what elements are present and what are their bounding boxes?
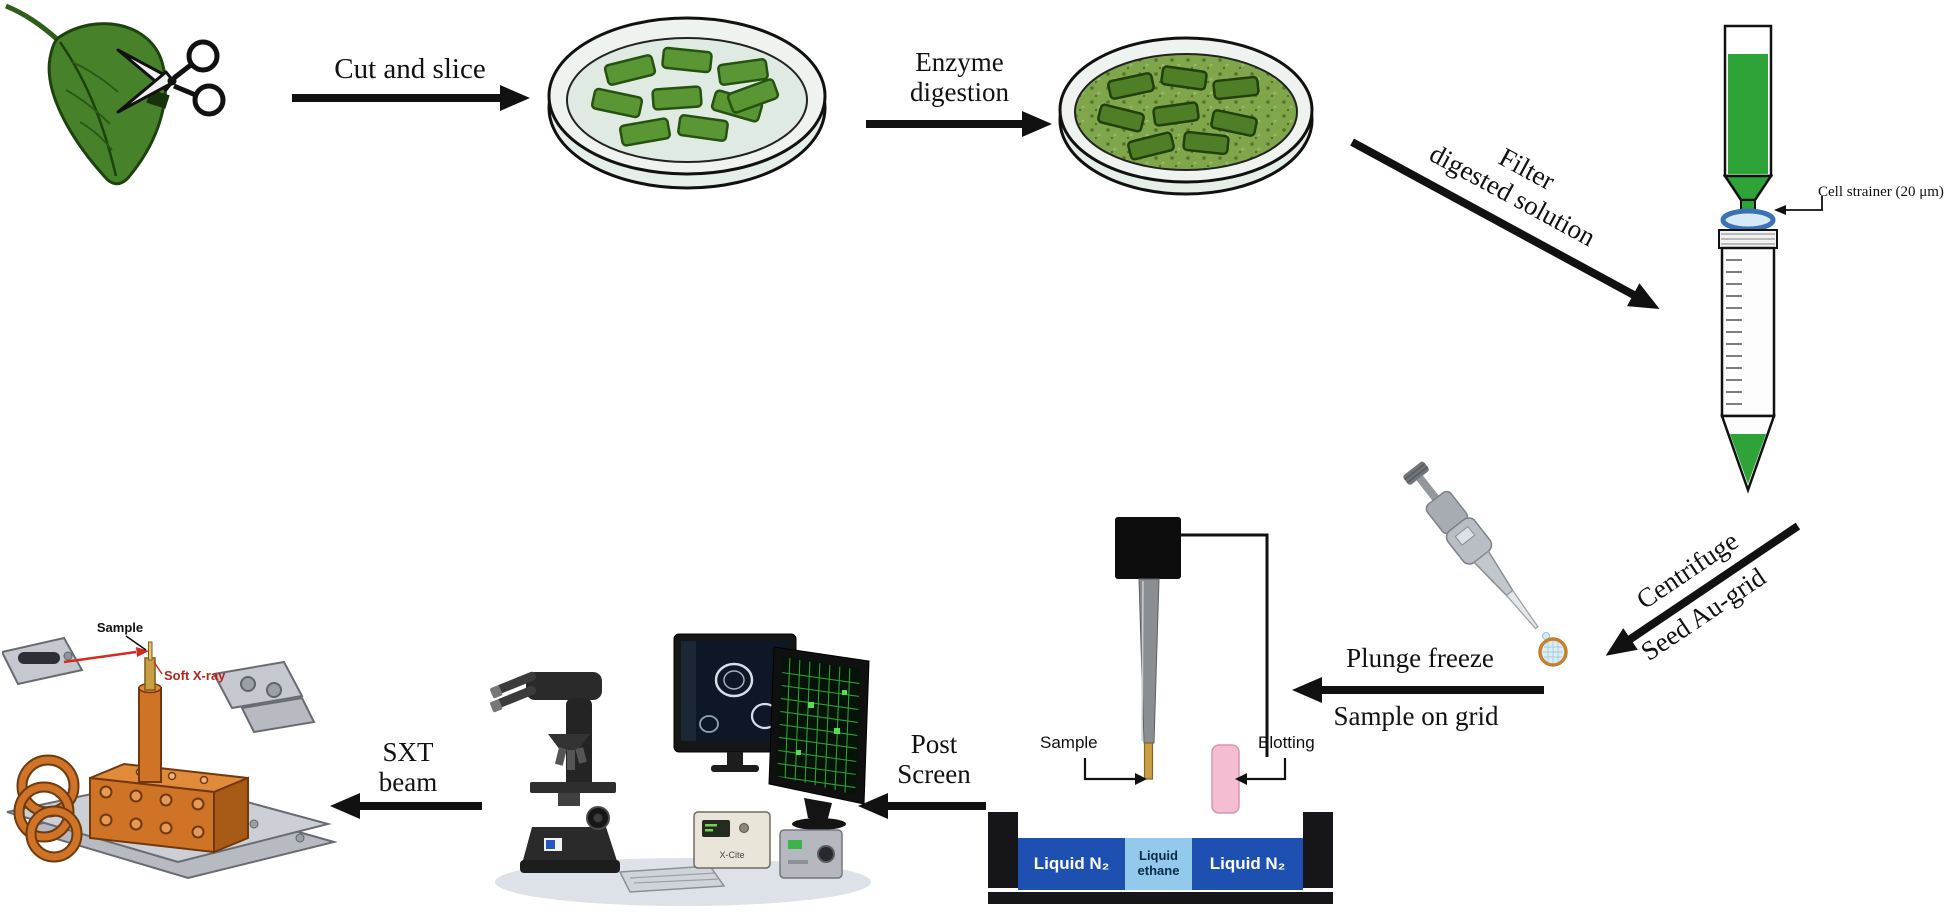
liquid-ethane: Liquid ethane [1125,838,1192,890]
sample-rod [138,641,162,783]
post-label: Post [910,729,958,759]
sample-label: Sample [1040,733,1098,752]
beam-label: beam [378,766,438,797]
liquid-ethane-line2: ethane [1137,863,1180,878]
arrow-post-screen [858,792,986,820]
cryo-container-base [988,892,1333,904]
cryo-post-left [988,812,1018,888]
sxt-stage-illustration: Sample Soft X-ray [0,616,338,912]
pipette-icon [1403,461,1539,630]
keyboard-icon [618,865,726,893]
enzyme-label-line2: digestion [910,77,1009,107]
blotting-pad [1211,744,1240,814]
sample-on-grid-label: Sample on grid [1333,701,1499,731]
plunger-head [1115,517,1181,579]
sxt-label: SXT [382,737,434,767]
controller-box-icon [779,829,843,879]
screening-station-illustration: X-Cite [478,632,873,912]
xray-beam-line [63,647,149,664]
petri-dish-digested [1056,28,1318,205]
cell-strainer-pointer [1770,192,1834,229]
arrow-cut-and-slice [292,84,530,112]
liquid-ethane-line1: Liquid [1139,848,1178,864]
sample-pointer [1083,758,1147,785]
syringe-barrel [1722,24,1774,215]
coolant-coils [13,754,83,863]
lamp-label: X-Cite [719,850,744,860]
support-arm [1181,533,1269,757]
screen-label: Screen [897,758,971,789]
pipette-illustration [1375,458,1585,678]
microscope-icon [490,671,620,873]
cell-strainer-label: Cell strainer (20 μm) [1818,184,1944,200]
cryo-container: Liquid N₂ Liquid ethane Liquid N₂ [988,812,1333,904]
sxt-beam-label: SXT beam [352,737,464,797]
post-screen-label: Post Screen [878,729,990,789]
detector-arm [0,636,84,686]
cell-strainer-ring [1720,208,1776,232]
cut-and-slice-label: Cut and slice [334,53,486,85]
blotting-pointer [1235,758,1287,785]
arrow-enzyme-digestion [866,110,1052,138]
lamp-box-icon: X-Cite [693,811,771,869]
sample-tip [1143,742,1154,780]
soft-xray-label: Soft X-ray [164,668,226,683]
tube-assembly [1688,20,1808,515]
liquid-n2-right: Liquid N₂ [1192,838,1303,890]
blotting-label: Blotting [1258,733,1315,752]
arrow-filter [1345,130,1666,322]
petri-dish-slices [545,8,830,198]
plunge-freezer-illustration [985,515,1335,822]
cryo-post-right [1303,812,1333,888]
arrow-centrifuge [1598,514,1806,667]
arrow-sxt-beam [330,792,482,820]
arrow-plunge-freeze [1292,676,1544,704]
right-blocks [212,660,316,734]
leaf-scissors-illustration [0,0,235,200]
scissors-icon [116,39,226,117]
copper-block [89,762,249,854]
liquid-n2-left: Liquid N₂ [1018,838,1125,890]
plunge-freeze-label: Plunge freeze [1346,643,1494,673]
monitor-grid [768,646,870,830]
sxt-sample-label: Sample [97,620,143,635]
enzyme-label-line1: Enzyme [915,47,1004,77]
au-grid-icon [1538,637,1568,667]
centrifuge-tube [1718,229,1778,494]
